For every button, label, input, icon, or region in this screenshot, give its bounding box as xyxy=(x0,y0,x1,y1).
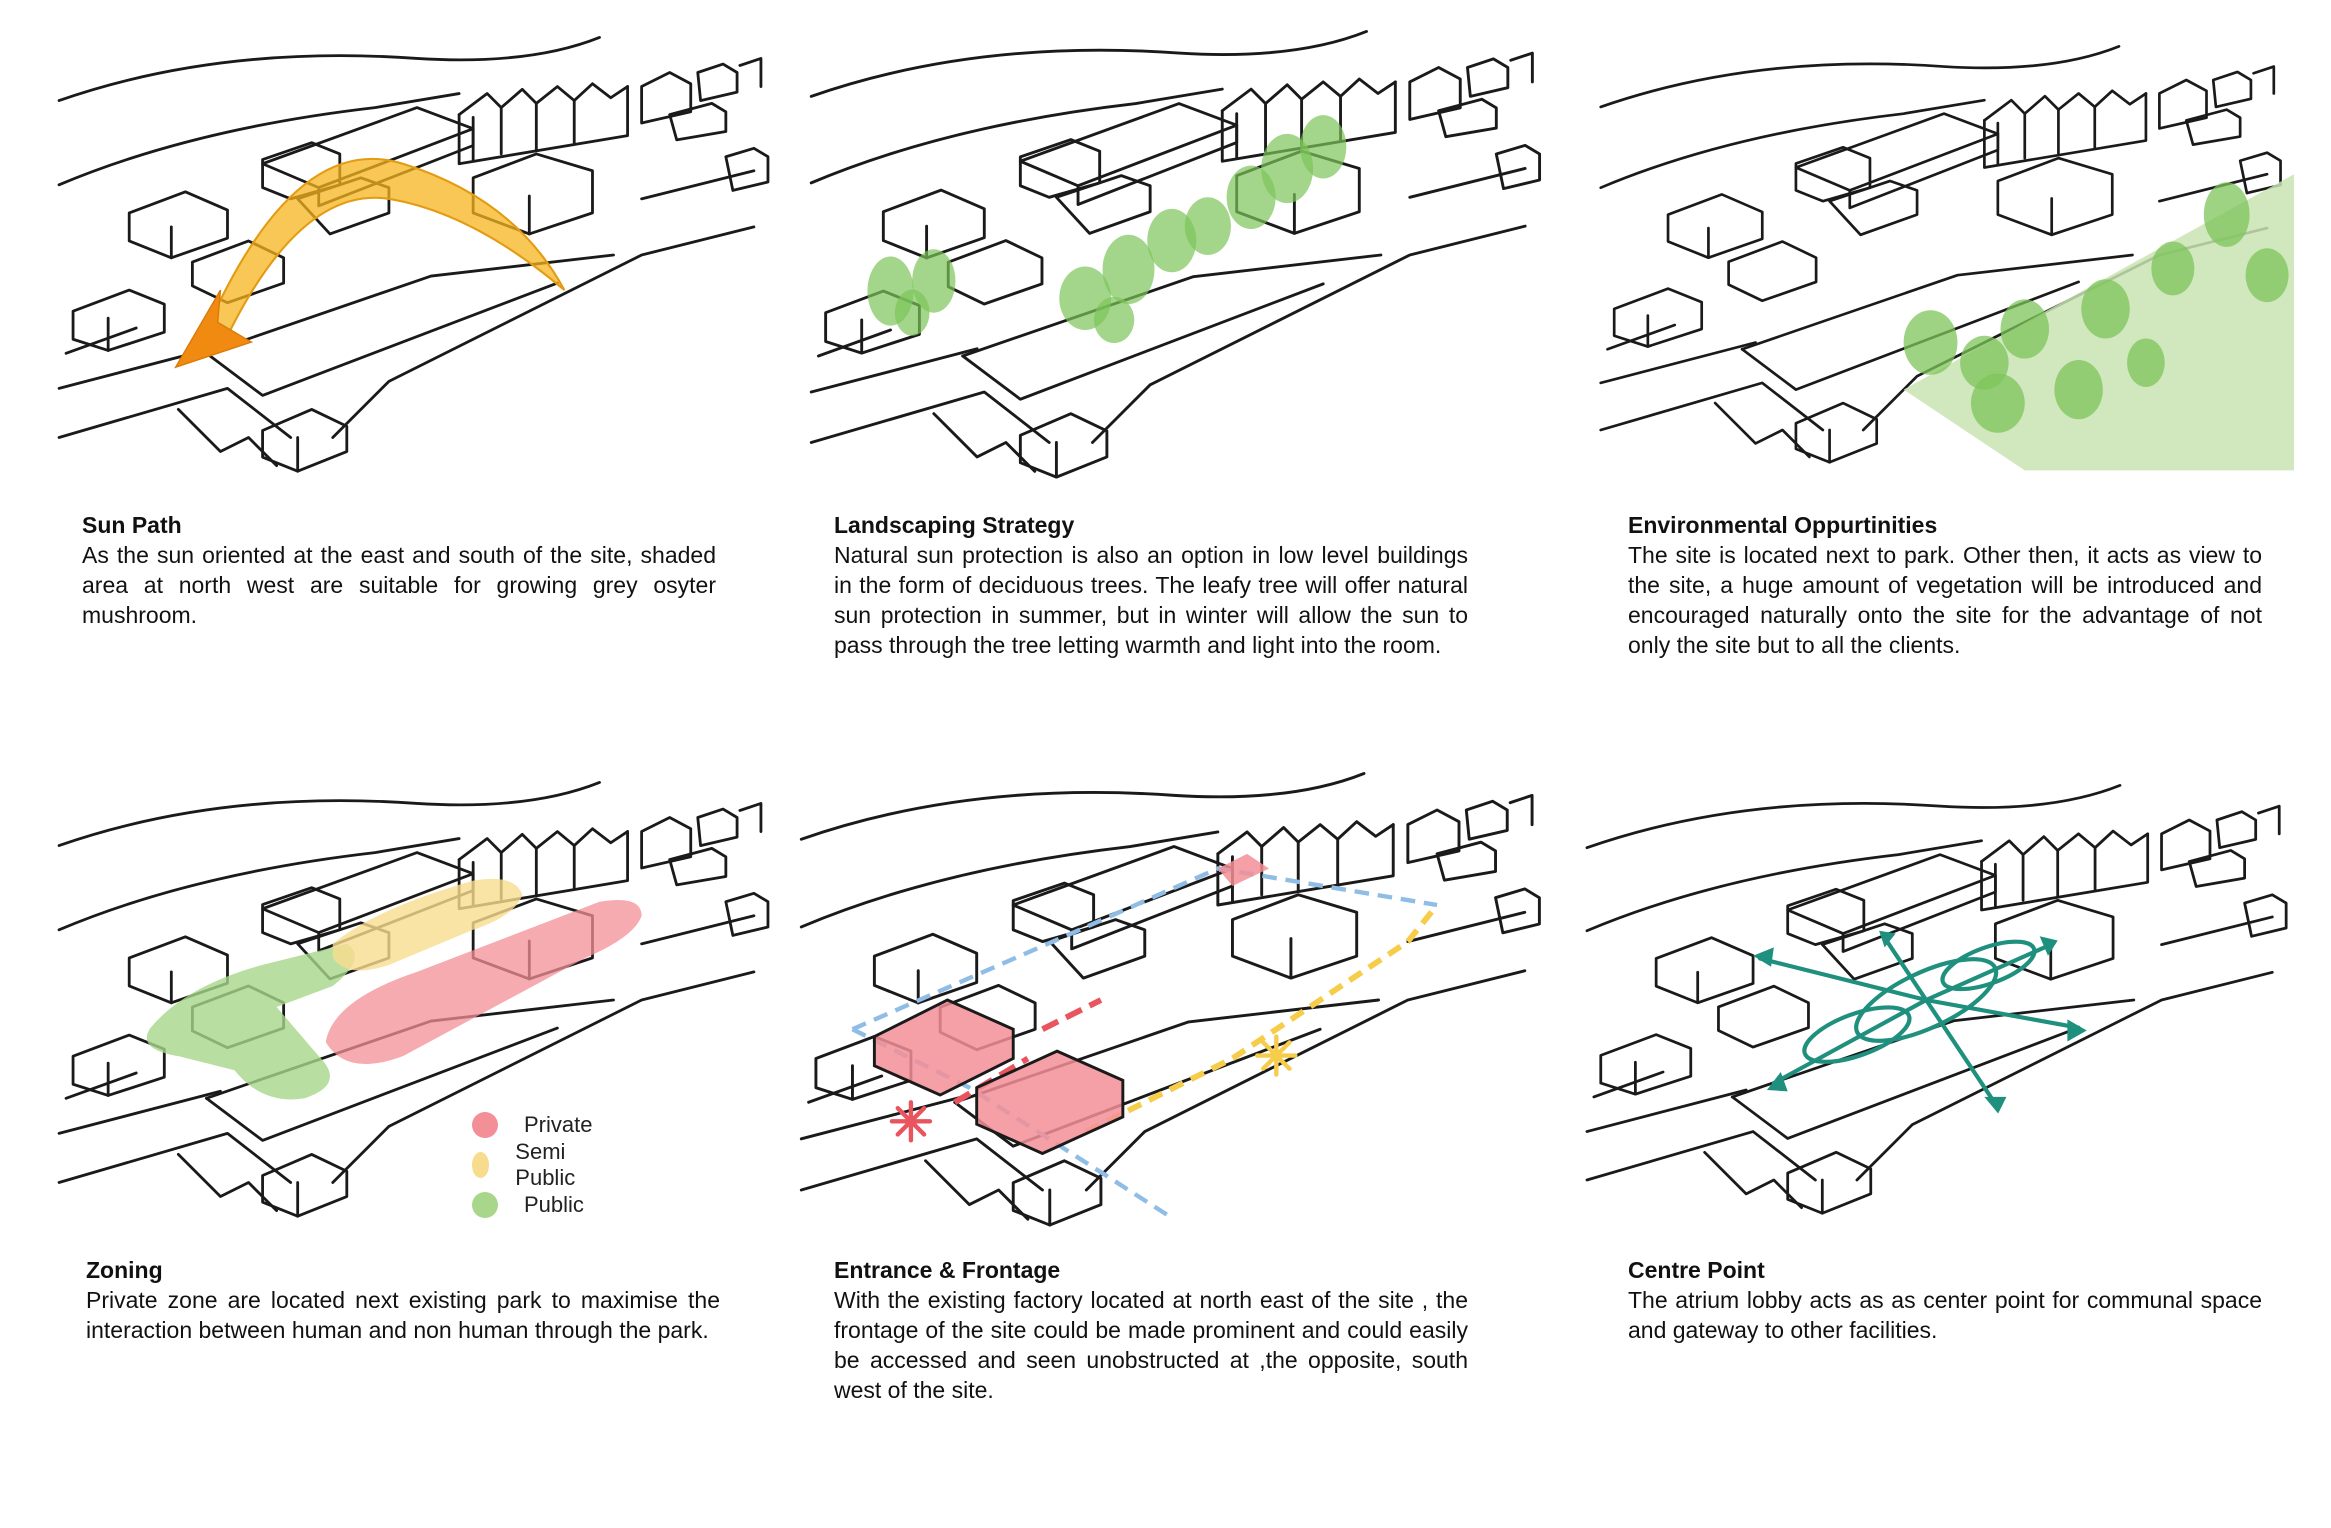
legend-label: Private xyxy=(524,1112,593,1137)
private-swatch xyxy=(472,1112,498,1138)
zoning-legend: Private Semi Public Public xyxy=(472,1105,592,1225)
public-swatch xyxy=(472,1192,498,1218)
zone-semi-public xyxy=(332,878,523,971)
legend-item-semi-public: Semi Public xyxy=(472,1139,592,1190)
circulation-arrows-icon xyxy=(1757,935,2081,1106)
entrance-caption: Entrance & Frontage With the existing fa… xyxy=(834,1255,1468,1405)
entrance-star-yellow-icon xyxy=(1255,1034,1298,1077)
zone-public xyxy=(146,943,355,1100)
panel-body: The atrium lobby acts as as center point… xyxy=(1628,1287,2262,1343)
sun-path-sketch xyxy=(57,36,770,473)
centre-point-sketch xyxy=(1585,784,2288,1215)
entrance-block-1 xyxy=(872,998,1015,1097)
panel-title: Centre Point xyxy=(1628,1257,1765,1283)
legend-label: Public xyxy=(524,1192,584,1217)
centre-point-caption: Centre Point The atrium lobby acts as as… xyxy=(1628,1255,2262,1345)
entrance-sketch xyxy=(799,772,1541,1227)
sun-arc-icon xyxy=(197,157,566,352)
sun-path-caption: Sun Path As the sun oriented at the east… xyxy=(82,510,716,630)
environmental-sketch xyxy=(1599,44,2294,471)
arrow-heads xyxy=(1753,930,2087,1114)
entrance-block-2 xyxy=(975,1049,1125,1156)
panel-title: Landscaping Strategy xyxy=(834,512,1075,538)
panel-title: Zoning xyxy=(86,1257,163,1283)
legend-item-private: Private xyxy=(472,1105,592,1145)
zoning-sketch xyxy=(57,781,770,1218)
zone-private xyxy=(325,899,642,1065)
panel-title: Environmental Oppurtinities xyxy=(1628,512,1938,538)
zoning-caption: Zoning Private zone are located next exi… xyxy=(86,1255,720,1345)
panel-body: With the existing factory located at nor… xyxy=(834,1287,1468,1403)
corner-block xyxy=(1217,853,1269,886)
environmental-caption: Environmental Oppurtinities The site is … xyxy=(1628,510,2262,660)
legend-label: Semi Public xyxy=(515,1139,576,1190)
legend-item-public: Public xyxy=(472,1185,592,1225)
panel-title: Sun Path xyxy=(82,512,182,538)
entrance-star-red-icon xyxy=(889,1100,933,1143)
park-trees xyxy=(1903,182,2289,433)
panel-body: The site is located next to park. Other … xyxy=(1628,542,2262,658)
landscaping-sketch xyxy=(809,29,1542,479)
landscaping-caption: Landscaping Strategy Natural sun protect… xyxy=(834,510,1468,660)
semi-public-swatch xyxy=(472,1152,490,1178)
panel-body: Private zone are located next existing p… xyxy=(86,1287,720,1343)
frontage-yellow-line xyxy=(1085,903,1440,1135)
panel-body: Natural sun protection is also an option… xyxy=(834,542,1468,658)
sun-arrow-icon xyxy=(173,289,254,369)
panel-body: As the sun oriented at the east and sout… xyxy=(82,542,716,628)
panel-title: Entrance & Frontage xyxy=(834,1257,1061,1283)
tree-cluster xyxy=(867,115,1347,343)
